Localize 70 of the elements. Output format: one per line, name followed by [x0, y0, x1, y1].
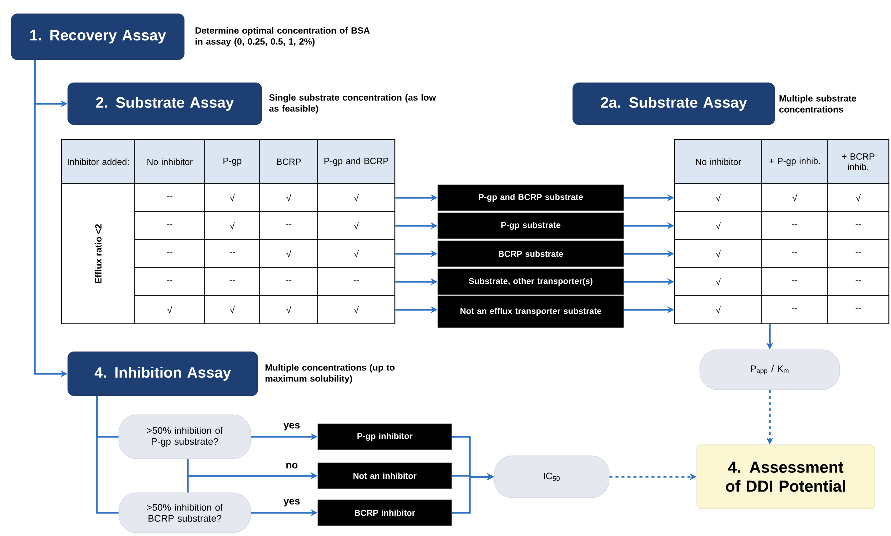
- table-cell: P-gp and BCRP: [318, 140, 396, 184]
- table-cell: √: [204, 212, 260, 240]
- note-text: Multiple substrate concentrations: [780, 95, 856, 113]
- table-cell: --: [204, 240, 260, 268]
- table-cell: --: [260, 268, 318, 296]
- table-cell: √: [318, 240, 396, 268]
- table-cell: --: [762, 296, 828, 324]
- table-cell: --: [134, 212, 206, 240]
- step-box: 4. Inhibition Assay: [68, 352, 258, 396]
- table-cell: --: [134, 240, 206, 268]
- table-cell: √: [260, 240, 318, 268]
- table-cell: --: [828, 240, 890, 268]
- question-pill: >50% inhibition of BCRP substrate?: [118, 492, 252, 534]
- value-pill: IC$_{50}$: [494, 456, 610, 498]
- table-cell: Efflux ratio <2: [62, 184, 136, 324]
- edge-label: no: [284, 462, 300, 470]
- table-cell: √: [260, 184, 318, 212]
- table-cell: --: [828, 212, 890, 240]
- table-cell: √: [674, 212, 762, 240]
- note-text: Single substrate concentration (as low as feasible): [269, 94, 436, 114]
- table-cell: No inhibitor: [674, 140, 762, 184]
- table-cell: + P-gp inhib.: [762, 140, 828, 184]
- result-box: BCRP substrate: [438, 240, 624, 268]
- table-cell: --: [204, 268, 260, 296]
- result-box: Not an efflux transporter substrate: [438, 296, 624, 328]
- table-cell: √: [828, 184, 890, 212]
- step-box: 2a. Substrate Assay: [572, 82, 776, 126]
- result-box: P-gp and BCRP substrate: [438, 184, 624, 212]
- table-cell: √: [674, 184, 762, 212]
- table-cell: √: [204, 184, 260, 212]
- table-cell: √: [762, 184, 828, 212]
- step-box: 2. Substrate Assay: [68, 82, 262, 126]
- data-table: [674, 139, 890, 325]
- table-cell: √: [318, 212, 396, 240]
- result-box: P-gp inhibitor: [318, 424, 452, 450]
- table-cell: --: [762, 268, 828, 296]
- step-box: 1. Recovery Assay: [11, 14, 185, 60]
- table-cell: P-gp: [204, 140, 260, 184]
- data-table: [61, 139, 396, 325]
- question-pill: >50% inhibition of P-gp substrate?: [118, 414, 252, 460]
- edge-label: yes: [282, 422, 302, 432]
- table-cell: --: [762, 212, 828, 240]
- table-cell: --: [134, 268, 206, 296]
- result-box: Substrate, other transporter(s): [438, 268, 624, 296]
- table-cell: √: [260, 296, 318, 324]
- result-box: BCRP inhibitor: [318, 500, 452, 526]
- table-cell: √: [674, 240, 762, 268]
- table-cell: --: [318, 268, 396, 296]
- edge-label: yes: [282, 498, 302, 508]
- table-cell: --: [762, 240, 828, 268]
- table-cell: Inhibitor added:: [62, 140, 136, 184]
- table-cell: √: [674, 296, 762, 324]
- table-cell: --: [828, 296, 890, 324]
- note-text: Multiple concentrations (up to maximum solubility): [266, 364, 395, 384]
- table-cell: √: [674, 268, 762, 296]
- table-cell: --: [828, 268, 890, 296]
- result-box: P-gp substrate: [438, 212, 624, 240]
- assessment-box: 4. Assessment of DDI Potential: [696, 444, 876, 510]
- table-cell: √: [318, 296, 396, 324]
- note-text: Determine optimal concentration of BSA in assay (0, 0.25, 0.5, 1, 2%): [196, 27, 370, 47]
- table-cell: + BCRP inhib.: [828, 140, 890, 184]
- table-cell: BCRP: [260, 140, 318, 184]
- table-cell: √: [204, 296, 260, 324]
- table-cell: √: [318, 184, 396, 212]
- table-cell: --: [134, 184, 206, 212]
- table-cell: √: [134, 296, 206, 324]
- value-pill: P$_{app}$ / K$_{m}$: [700, 350, 840, 390]
- result-box: Not an inhibitor: [318, 462, 452, 490]
- table-cell: --: [260, 212, 318, 240]
- table-cell: No inhibitor: [134, 140, 206, 184]
